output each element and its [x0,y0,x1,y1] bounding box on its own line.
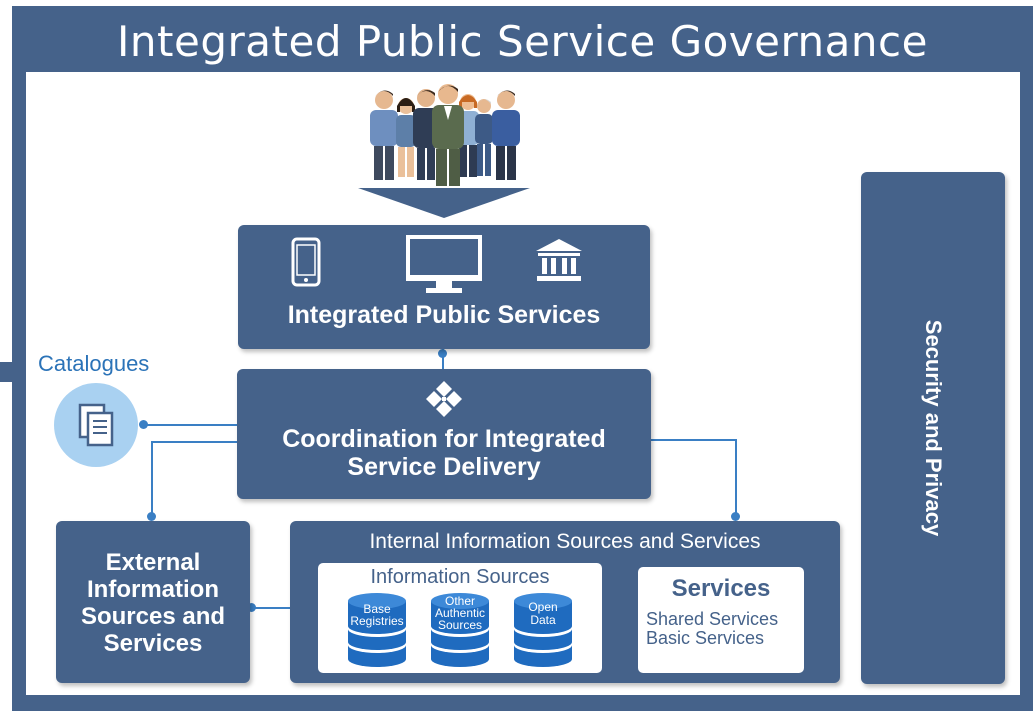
connector-catalogue [143,424,237,426]
services-item-basic: Basic Services [646,628,765,648]
catalogues-circle [54,383,138,467]
person-figure [396,98,416,177]
database-label-line: Sources [437,618,483,632]
desktop-monitor-icon [406,235,482,293]
external-label-line2: Information [87,576,219,603]
person-figure [475,99,493,176]
database-icon [348,593,406,667]
external-label-line3: Sources and [80,603,226,630]
coordination-box: Coordination for Integrated Service Deli… [237,369,651,499]
down-arrow [358,188,530,218]
database-label-line: Open [528,600,558,614]
connector-internal-horizontal [651,439,737,441]
connector-dot [147,512,156,521]
services-title: Services [671,575,771,602]
database-icon [431,593,489,667]
diagram-title: Integrated Public Service Governance [117,17,928,66]
information-sources-title: Information Sources [370,566,550,588]
coordination-label-line1: Coordination for Integrated [282,425,606,453]
documents-icon [78,403,114,447]
security-privacy-label: Security and Privacy [921,319,946,537]
external-label-line4: Services [103,630,203,657]
government-building-icon [536,239,582,281]
database-label-line: Data [530,613,556,627]
connector-dot [247,603,256,612]
person-figure [457,94,479,177]
internal-title: Internal Information Sources and Service… [369,530,761,553]
external-label-line1: External [105,549,201,576]
connector-external-internal [250,607,290,609]
group-of-people-icon [370,84,520,186]
catalogues-label: Catalogues [38,351,150,376]
connector-external-vertical [151,441,153,515]
person-figure [370,90,398,180]
connector-ips-coordination [442,349,444,369]
security-privacy-box: Security and Privacy [861,172,1005,684]
connector-dot [139,420,148,429]
connector-dot [731,512,740,521]
information-sources-panel: Information Sources Base Registries Othe [318,563,602,673]
integrated-public-services-label: Integrated Public Services [287,301,601,329]
puzzle-arrows-icon [426,381,462,417]
left-edge-tab [0,362,12,382]
services-item-shared: Shared Services [646,609,779,629]
external-sources-box: External Information Sources and Service… [56,521,250,683]
connector-internal-vertical [735,439,737,515]
mobile-phone-icon [291,237,321,287]
database-label-line: Other [444,594,475,608]
coordination-label-line2: Service Delivery [347,453,541,481]
connector-dot [438,349,447,358]
database-icon [514,593,572,667]
person-figure-center [432,84,464,186]
internal-sources-box: Internal Information Sources and Service… [290,521,840,683]
connector-external-horizontal [151,441,237,443]
database-label-line: Authentic [434,606,486,620]
integrated-public-services-box: Integrated Public Services [238,225,650,349]
database-label-line: Base [363,602,391,616]
services-panel: Services Shared Services Basic Services [638,567,804,673]
database-label-line: Registries [350,614,404,628]
person-figure [492,90,520,180]
